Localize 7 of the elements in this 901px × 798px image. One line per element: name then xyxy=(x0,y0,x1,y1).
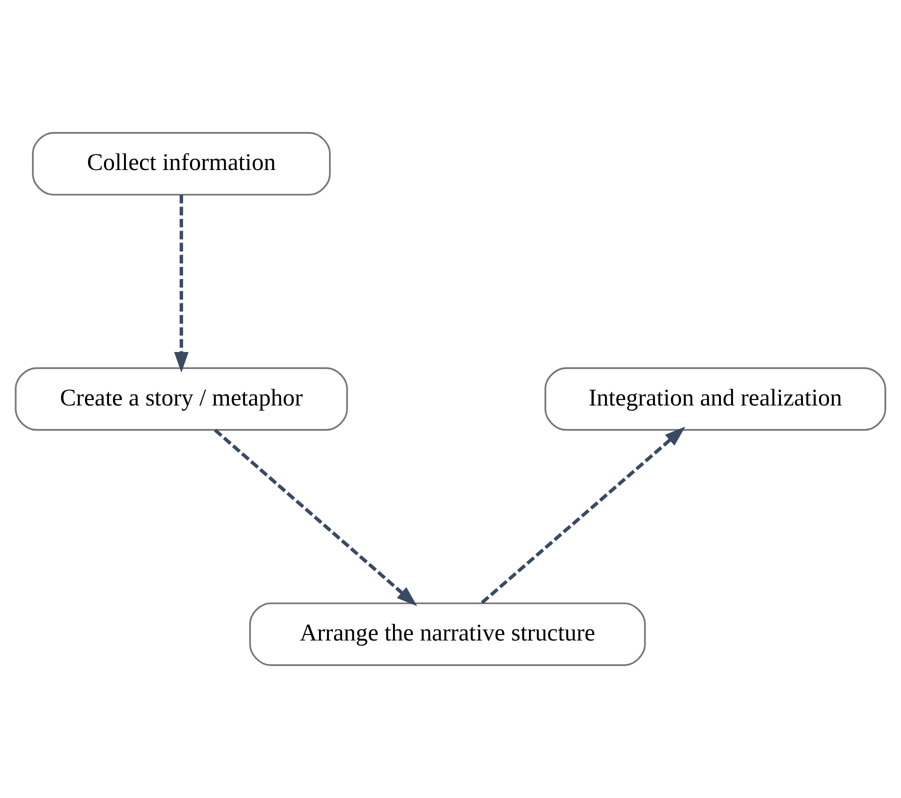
node-box: Integration and realization xyxy=(544,367,886,431)
arrow xyxy=(174,194,189,373)
arrow xyxy=(480,426,686,604)
node-box: Create a story / metaphor xyxy=(14,367,348,431)
node-box: Arrange the narrative structure xyxy=(249,602,646,666)
node-box: Collect information xyxy=(32,132,331,196)
arrow xyxy=(214,428,418,606)
